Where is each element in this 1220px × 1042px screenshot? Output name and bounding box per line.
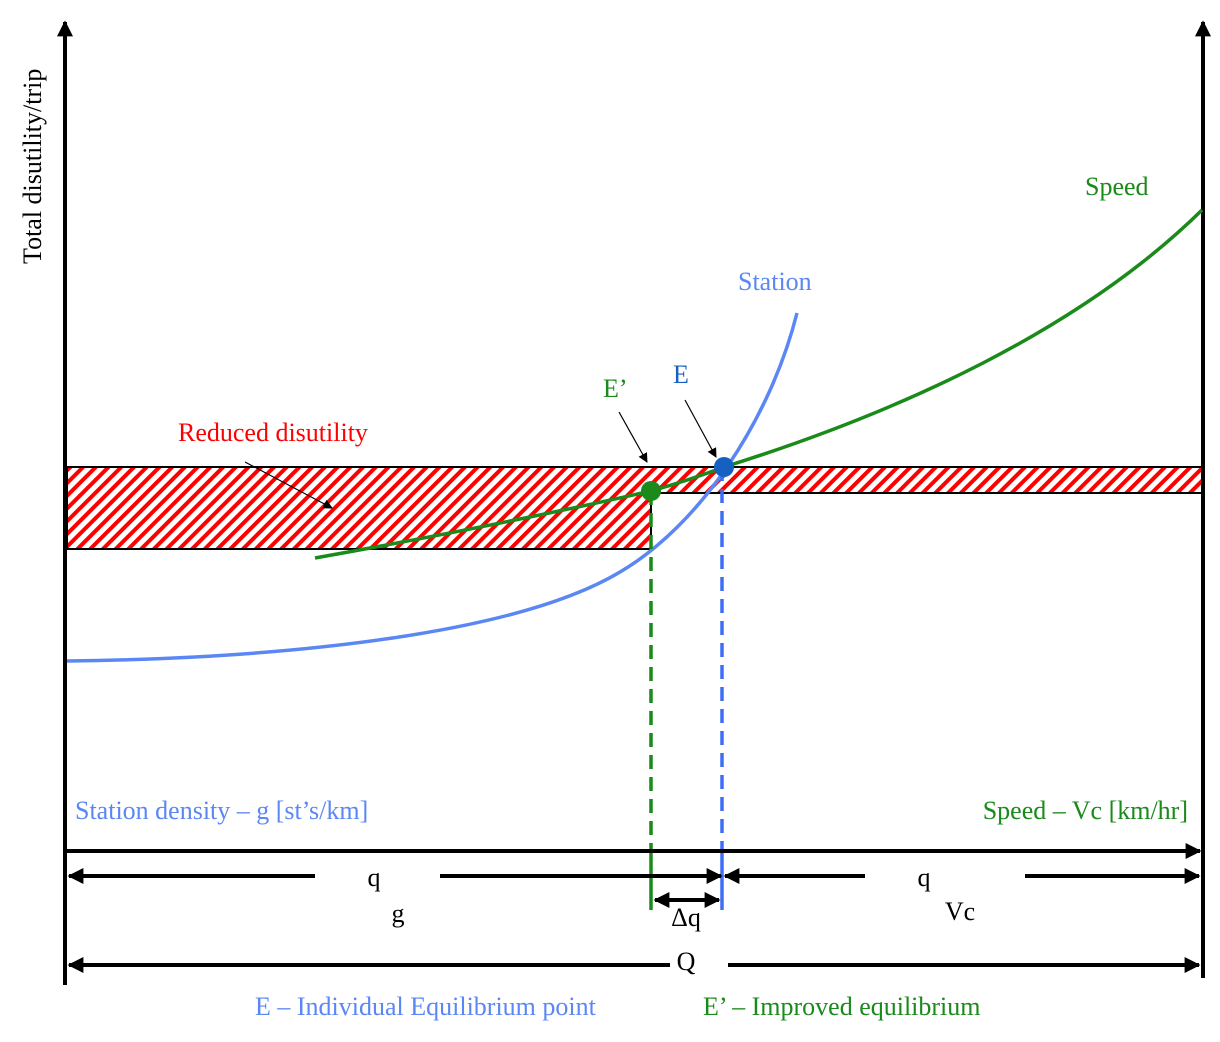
legend-e-prime: E’ – Improved equilibrium: [703, 992, 981, 1021]
y-axis-label: Total disutility/trip: [18, 69, 47, 264]
e-prime-label: E’: [603, 374, 628, 403]
e-prime-point: [641, 481, 661, 501]
speed-curve: [314, 208, 1204, 560]
speed-curve-label: Speed: [1085, 172, 1149, 201]
e-label: E: [673, 360, 689, 389]
station-curve-label: Station: [738, 267, 812, 296]
g-label: g: [392, 899, 405, 928]
e-prime-pointer-arrow: [618, 411, 648, 463]
station-curve: [66, 312, 799, 663]
reduced-disutility-area: [66, 466, 1203, 550]
vc-label: Vc: [945, 897, 975, 926]
q-left-label: q: [368, 863, 381, 892]
reduced-disutility-label: Reduced disutility: [178, 418, 368, 447]
station-density-axis-label: Station density – g [st’s/km]: [75, 796, 368, 825]
reduced-disutility-pointer-arrow: [244, 461, 333, 509]
q-right-label: q: [918, 863, 931, 892]
e-point: [714, 457, 734, 477]
delta-q-label: Δq: [671, 903, 701, 932]
legend-e: E – Individual Equilibrium point: [255, 992, 597, 1021]
Q-label: Q: [677, 947, 696, 976]
e-pointer-arrow: [684, 399, 717, 458]
speed-axis-label: Speed – Vc [km/hr]: [983, 796, 1188, 825]
